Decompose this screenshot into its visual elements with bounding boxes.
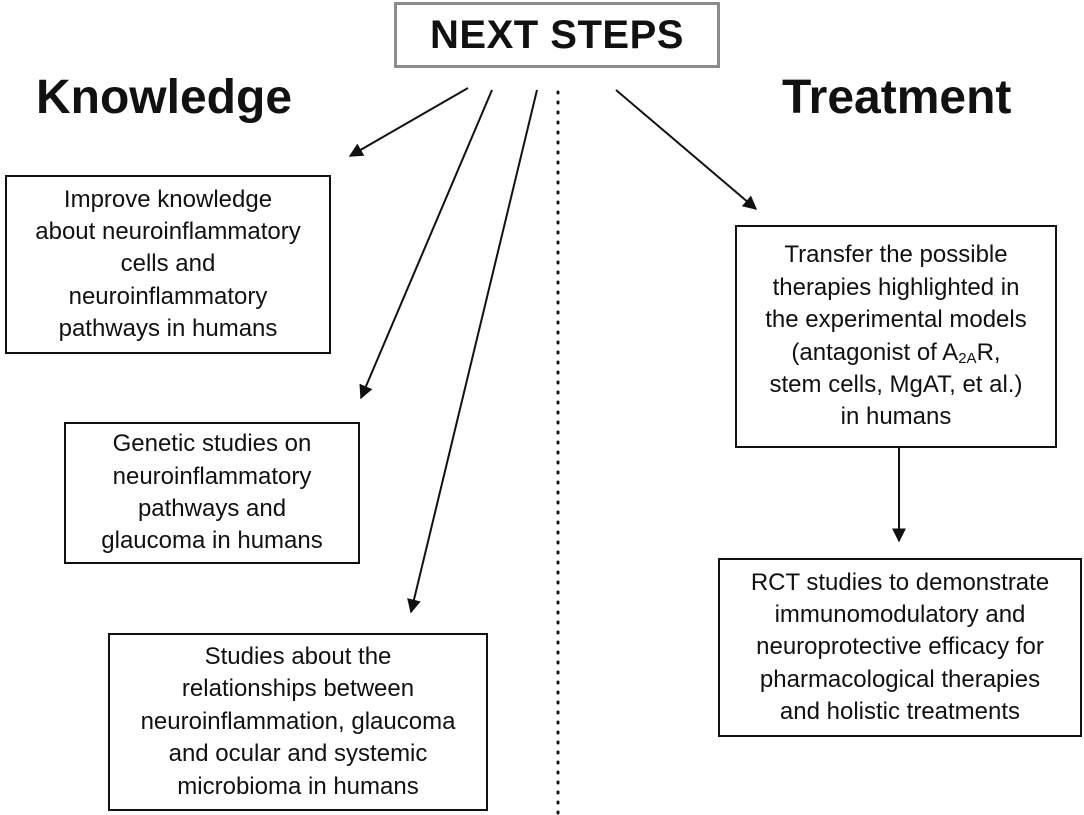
box-line: the experimental models [765, 306, 1027, 334]
box-line: neuroinflammatory [68, 282, 268, 310]
treatment-heading: Treatment [782, 71, 1012, 124]
box-line: Studies about the [204, 643, 392, 671]
box-line: microbioma in humans [177, 772, 419, 800]
knowledge-heading: Knowledge [36, 71, 293, 124]
box-line-part: R, [976, 338, 1001, 366]
box-line: cells and [120, 250, 216, 278]
box-line: neuroprotective efficacy for [756, 633, 1044, 661]
arrow-to-knowledge-3 [407, 89, 538, 614]
knowledge-box-2: Genetic studies on neuroinflammatory pat… [64, 422, 360, 564]
box-line: therapies highlighted in [772, 273, 1020, 301]
box-line: pharmacological therapies [759, 665, 1041, 693]
treatment-box-2: RCT studies to demonstrate immunomodulat… [718, 558, 1082, 737]
box-line-part: (antagonist of A [791, 338, 959, 366]
box-line: RCT studies to demonstrate [750, 568, 1050, 596]
box-line: neuroinflammatory [112, 462, 312, 490]
treatment-box-1: Transfer the possible therapies highligh… [735, 225, 1057, 448]
box-line: neuroinflammation, glaucoma [140, 707, 456, 735]
box-line: Genetic studies on [112, 430, 312, 458]
box-line: about neuroinflammatory [35, 217, 301, 245]
next-steps-title: NEXT STEPS [394, 2, 720, 68]
box-line: Improve knowledge [63, 185, 273, 213]
box-line: immunomodulatory and [774, 600, 1026, 628]
box-line: and ocular and systemic [168, 740, 428, 768]
arrow-to-knowledge-1 [348, 87, 469, 157]
box-line: glaucoma in humans [101, 527, 323, 555]
arrow-to-knowledge-2 [359, 89, 493, 400]
box-line: stem cells, MgAT, et al.) [769, 370, 1023, 398]
box-line: in humans [840, 403, 952, 431]
knowledge-box-3: Studies about the relationships between … [108, 633, 488, 811]
box-line: and holistic treatments [779, 698, 1021, 726]
box-line: Transfer the possible [784, 241, 1008, 269]
box-line: relationships between [181, 675, 415, 703]
subscript: 2A [958, 349, 977, 367]
box-line-with-subscript: (antagonist of A2AR, [765, 337, 1026, 369]
arrow-to-treatment-1 [615, 89, 758, 210]
box-line: pathways and [137, 495, 287, 522]
box-line: pathways in humans [58, 315, 278, 343]
knowledge-box-1: Improve knowledge about neuroinflammator… [5, 175, 331, 354]
